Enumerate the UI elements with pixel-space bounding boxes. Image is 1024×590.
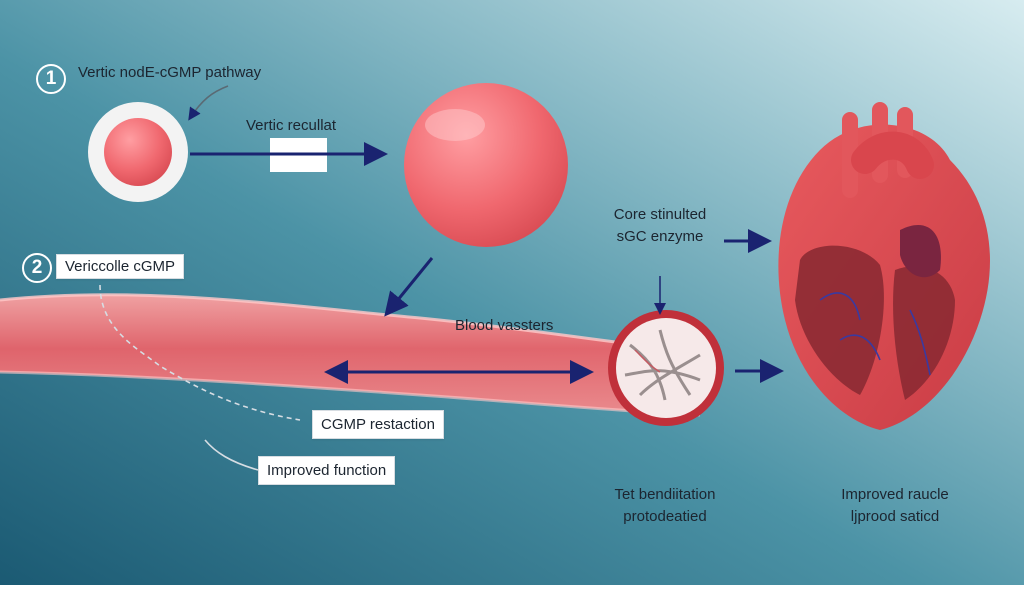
vessel-cross-section-icon — [608, 310, 724, 426]
label-cgmp-restaction: CGMP restaction — [312, 410, 444, 439]
label-vasodilation: Tet bendiitation protodeatied — [590, 484, 740, 528]
step-badge-1: 1 — [36, 64, 66, 94]
step-1-title: Vertic nodE-cGMP pathway — [78, 64, 262, 81]
label-improved-muscle-line2: ljprood saticd — [850, 508, 940, 525]
label-core-stimulated: Core stinulted sGC enzyme — [600, 204, 720, 248]
arrow-cell-to-vessel — [384, 257, 434, 317]
pointer-dashed-cgmp — [99, 284, 301, 421]
label-vasodilation-line2: protodeatied — [623, 508, 707, 525]
label-core-stimulated-line1: Core stinulted — [613, 206, 707, 223]
label-improved-muscle: Improved raucle ljprood saticd — [820, 484, 970, 528]
step-badge-2: 2 — [22, 253, 52, 283]
pointer-step1 — [188, 85, 229, 121]
large-cell-icon — [404, 83, 568, 247]
blood-vessel — [0, 293, 701, 417]
heart-icon — [778, 102, 990, 431]
label-improved-muscle-line1: Improved raucle — [841, 486, 949, 503]
small-cell-icon — [88, 102, 188, 202]
step-2-title: Vericcolle cGMP — [56, 254, 185, 279]
label-vertic-recullat: Vertic recullat — [246, 117, 337, 134]
pointer-improved-function — [204, 439, 259, 471]
label-core-stimulated-line2: sGC enzyme — [616, 228, 704, 245]
label-improved-function: Improved function — [258, 456, 396, 485]
label-vasodilation-line1: Tet bendiitation — [614, 486, 716, 503]
label-blood-vessels: Blood vassters — [455, 317, 554, 334]
